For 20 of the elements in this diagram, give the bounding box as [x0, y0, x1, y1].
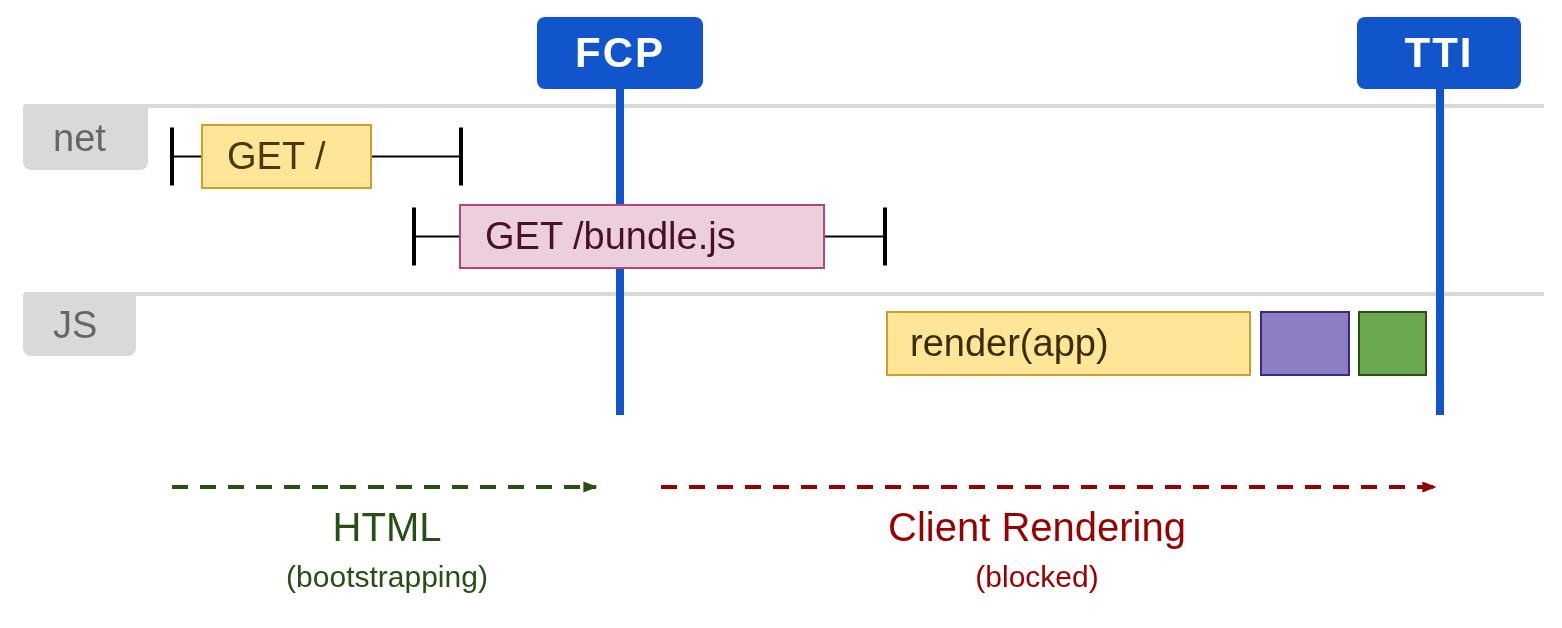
node-text: net	[53, 116, 106, 160]
node-text: GET /bundle.js	[485, 215, 736, 258]
node-text: render(app)	[910, 322, 1109, 365]
lane-label	[23, 294, 136, 356]
phase-label: HTML	[332, 505, 442, 550]
node-text: GET /	[227, 135, 326, 178]
milestone-marker	[537, 17, 703, 89]
task-bar	[1358, 311, 1427, 376]
phase-note: (bootstrapping)	[286, 560, 488, 594]
request-bar	[459, 204, 825, 269]
node-text: TTI	[1404, 29, 1474, 77]
node-text: FCP	[575, 29, 665, 77]
task-bar	[1260, 311, 1350, 376]
phase-label: Client Rendering	[888, 505, 1186, 550]
task-bar	[886, 311, 1251, 376]
node-text: JS	[53, 303, 98, 347]
request-bar	[201, 124, 372, 189]
phase-note: (blocked)	[975, 560, 1099, 594]
milestone-marker	[1357, 17, 1521, 89]
lane-label	[23, 106, 148, 170]
